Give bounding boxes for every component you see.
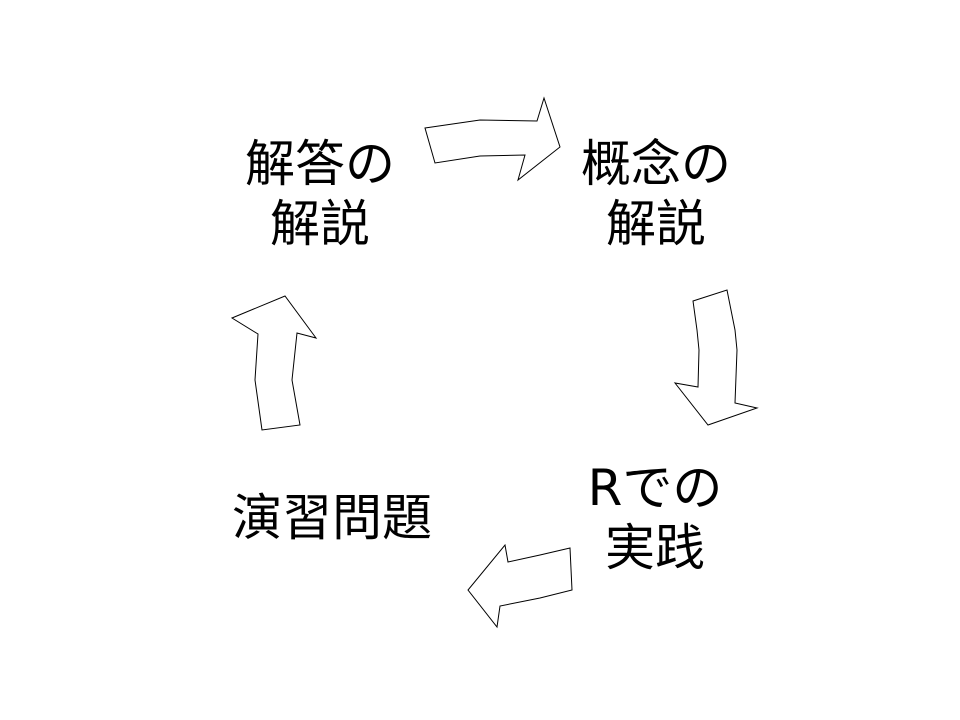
node-answer-explanation: 解答の 解説: [240, 134, 400, 254]
node-exercises: 演習問題: [212, 488, 452, 548]
node-label: 実践: [605, 519, 705, 577]
arrow-up-icon: [230, 295, 318, 431]
node-label: 概念の: [581, 135, 731, 193]
node-label: 解説: [270, 195, 370, 253]
node-label: Rでの: [587, 459, 723, 517]
node-label: 演習問題: [232, 489, 432, 547]
arrow-right-icon: [424, 96, 561, 182]
node-label: 解説: [606, 195, 706, 253]
node-label: 解答の: [245, 135, 395, 193]
node-r-practice: Rでの 実践: [575, 458, 735, 578]
arrow-down-icon: [673, 289, 759, 426]
node-concept-explanation: 概念の 解説: [570, 134, 742, 254]
arrow-left-icon: [467, 543, 573, 629]
